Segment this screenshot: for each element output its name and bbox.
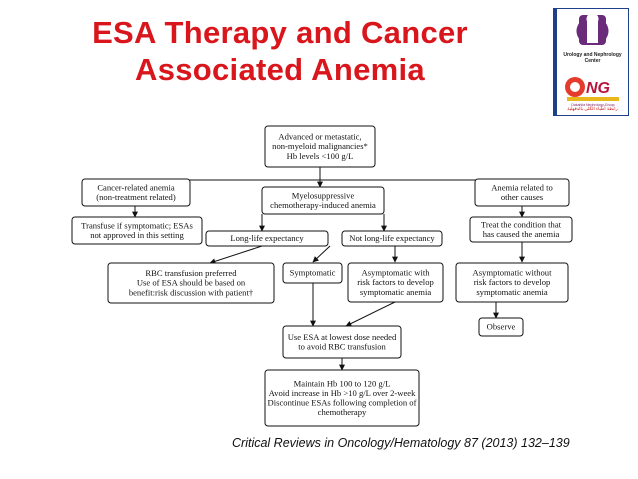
flow-box-asym-with-line: risk factors to develop — [357, 277, 434, 287]
flow-box-symptomatic-line: Symptomatic — [290, 268, 336, 278]
flow-box-use-esa-line: Use ESA at lowest dose needed — [288, 332, 397, 342]
flow-box-cancer-related: Cancer-related anemia(non-treatment rela… — [81, 178, 191, 207]
title-line-1: ESA Therapy and Cancer — [92, 15, 468, 50]
flow-box-rbc-transfusion-line: Use of ESA should be based on — [137, 278, 246, 288]
flow-box-long-life-frame — [205, 230, 329, 247]
flow-box-anemia-other-line: Anemia related to — [491, 182, 553, 192]
dng-caption: Dakahlia Nephrology Group — [571, 103, 614, 107]
logo-panel: NG Dakahlia Nephrology Group — [556, 8, 629, 116]
flow-box-root-line: Advanced or metastatic, — [278, 132, 361, 142]
flow-box-asym-without-line: Asymptomatic without — [472, 268, 552, 278]
flow-box-myelosuppressive-frame — [261, 186, 385, 215]
flow-box-treat-condition-line: has caused the anemia — [483, 229, 560, 239]
citation: Critical Reviews in Oncology/Hematology … — [232, 436, 570, 450]
flow-box-root: Advanced or metastatic,non-myeloid malig… — [264, 125, 376, 168]
flow-box-treat-condition-line: Treat the condition that — [481, 219, 562, 229]
logo-bottom-label: رابطة أطباء الكلى بالدقهلية — [567, 106, 618, 111]
slide-title: ESA Therapy and Cancer Associated Anemia — [0, 14, 560, 88]
flow-box-cancer-related-frame — [81, 178, 191, 207]
flow-box-rbc-transfusion-line: benefit:risk discussion with patient† — [129, 287, 254, 297]
flow-box-cancer-related-line: (non-treatment related) — [96, 192, 176, 202]
flow-box-asym-without-line: symptomatic anemia — [476, 287, 548, 297]
flow-box-symptomatic: Symptomatic — [282, 262, 343, 284]
flow-box-observe: Observe — [478, 317, 524, 337]
flow-box-not-long-life-line: Not long-life expectancy — [349, 233, 435, 243]
flow-connectors — [132, 167, 525, 371]
flow-box-myelosuppressive-line: chemotherapy-induced anemia — [270, 200, 376, 210]
title-line-2: Associated Anemia — [135, 52, 425, 87]
flow-box-transfuse-line: Transfuse if symptomatic; ESAs — [81, 220, 193, 230]
flow-box-cancer-related-line: Cancer-related anemia — [97, 182, 175, 192]
logos-graphic: NG Dakahlia Nephrology Group — [565, 13, 619, 107]
flow-box-asym-without-frame — [455, 262, 569, 303]
flow-box-anemia-other-frame — [474, 178, 570, 207]
flow-box-observe-line: Observe — [487, 322, 516, 332]
flow-box-treat-condition-frame — [469, 216, 573, 243]
flow-box-maintain-line: Discontinue ESAs following completion of — [268, 397, 417, 407]
flow-box-root-line: Hb levels <100 g/L — [287, 151, 354, 161]
flow-box-maintain-line: Avoid increase in Hb >10 g/L over 2-week — [269, 388, 417, 398]
flow-box-asym-without-line: risk factors to develop — [474, 277, 551, 287]
flow-box-maintain-frame — [264, 369, 420, 427]
flow-box-root-line: non-myeloid malignancies* — [272, 141, 368, 151]
flow-box-use-esa-frame — [282, 325, 402, 359]
flow-box-use-esa-line: to avoid RBC transfusion — [298, 341, 386, 351]
flow-box-transfuse-frame — [71, 216, 203, 245]
flow-box-long-life-line: Long-life expectancy — [230, 233, 304, 243]
flow-box-symptomatic-frame — [282, 262, 343, 284]
flow-box-myelosuppressive-line: Myelosuppressive — [292, 190, 355, 200]
flow-box-transfuse-line: not approved in this setting — [90, 230, 184, 240]
flow-box-asym-with-line: symptomatic anemia — [360, 287, 432, 297]
flow-box-observe-frame — [478, 317, 524, 337]
flow-box-maintain-line: chemotherapy — [318, 407, 367, 417]
flow-box-rbc-transfusion-frame — [107, 262, 275, 304]
kidney-logo-icon — [576, 13, 609, 45]
flow-box-maintain-line: Maintain Hb 100 to 120 g/L — [294, 378, 391, 388]
flow-box-not-long-life: Not long-life expectancy — [341, 230, 443, 247]
flow-box-asym-with-line: Asymptomatic with — [361, 268, 430, 278]
flow-box-rbc-transfusion-line: RBC transfusion preferred — [145, 268, 237, 278]
flow-box-long-life: Long-life expectancy — [205, 230, 329, 247]
flow-box-asym-with-frame — [347, 262, 444, 303]
flow-boxes: Advanced or metastatic,non-myeloid malig… — [71, 125, 573, 427]
dng-logo-icon: NG Dakahlia Nephrology Group — [565, 77, 619, 107]
flow-box-not-long-life-frame — [341, 230, 443, 247]
flow-box-root-frame — [264, 125, 376, 168]
svg-text:NG: NG — [586, 80, 610, 97]
flow-box-anemia-other-line: other causes — [501, 192, 544, 202]
logo-accent-bar — [553, 8, 556, 116]
logo-top-label: Urology and Nephrology Center — [563, 52, 622, 64]
